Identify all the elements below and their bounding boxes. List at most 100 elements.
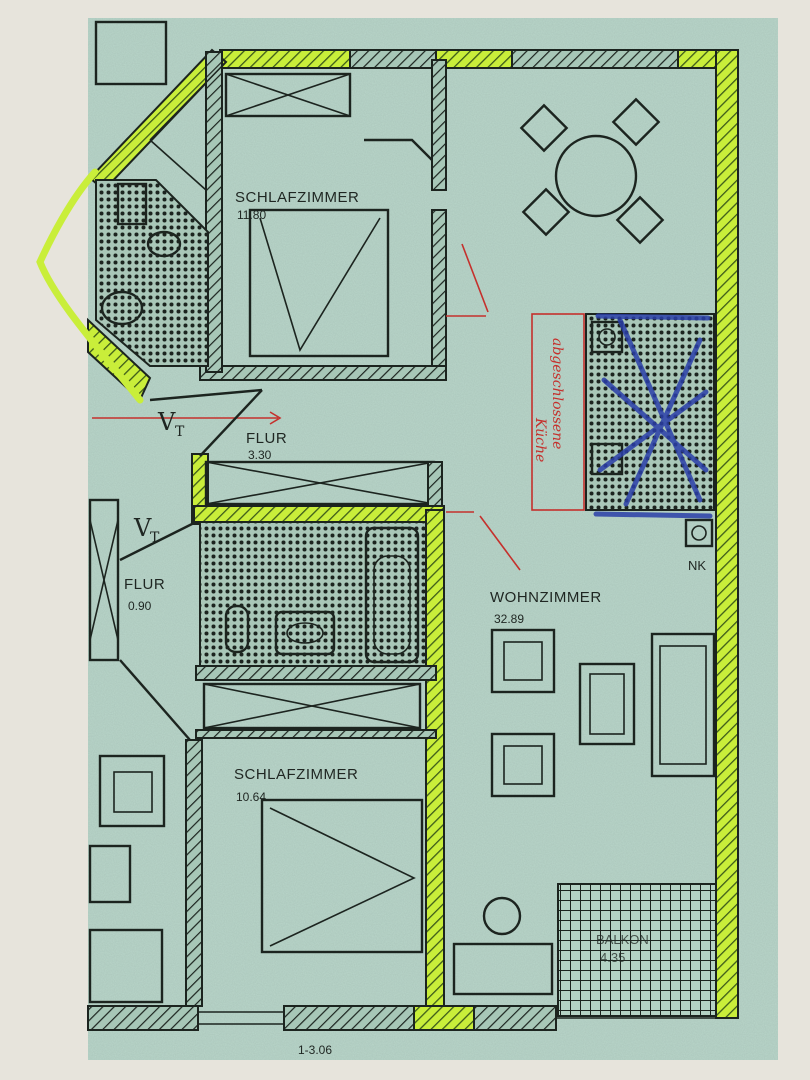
stove-2: [590, 442, 624, 476]
vt-arrow-head: [269, 411, 282, 425]
chair-1: [519, 103, 569, 153]
highlighter-bracket: [36, 168, 144, 404]
armchair-1: [490, 628, 556, 694]
bedroom-bottom-name: SCHLAFZIMMER: [234, 766, 358, 783]
burner-1: [598, 328, 616, 346]
washbasin-mid: [274, 610, 336, 656]
wall-bath-mid-bottom: [195, 665, 437, 681]
washbasin-mid-bowl: [286, 622, 324, 644]
wardrobe-top: [224, 72, 352, 118]
left-hall-diag: [119, 659, 191, 741]
toilet-top: [100, 290, 144, 326]
armchair-left: [98, 754, 166, 828]
balcony-area: 4.35: [600, 950, 625, 965]
wall-bath-mid-right: [425, 509, 445, 1007]
kitchen-note-2: Küche: [532, 417, 548, 462]
living-name: WOHNZIMMER: [490, 589, 602, 606]
left-cabinet-x2: [89, 519, 119, 641]
wall-bottom-mid: [283, 1005, 415, 1031]
coffee-table-inner: [589, 673, 625, 735]
hall-wardrobe-x2: [205, 461, 435, 505]
kitchen-counter: [585, 313, 715, 511]
bedroom-top-area: 11.80: [237, 208, 266, 222]
stove-1: [590, 320, 624, 354]
entry-diagonal-2: [199, 389, 263, 457]
chair-4: [615, 195, 665, 245]
wall-top-right-plain: [511, 49, 679, 69]
toilet-mid: [224, 604, 250, 654]
wall-bedroom-bottom-top: [195, 729, 437, 739]
bathtub: [364, 526, 420, 664]
wall-top-mid-green: [435, 49, 513, 69]
washbasin-top: [146, 230, 182, 258]
bed-bottom: [260, 798, 424, 954]
bed-bottom-v: [269, 807, 416, 947]
door-line-a: [149, 61, 227, 141]
cabinet-left-b: [88, 928, 164, 1004]
balcony-name: BALKON: [596, 932, 649, 947]
kitchen-marker-box: [531, 313, 585, 511]
corner-box: [94, 20, 168, 86]
bedroom-bottom-area: 10.64: [236, 790, 266, 804]
bottom-code: 1-3.06: [298, 1043, 332, 1057]
dining-table: [554, 134, 638, 218]
hall-main-area: 3.30: [248, 448, 272, 462]
bathtub-inner: [373, 555, 411, 655]
wall-top-left: [219, 49, 351, 69]
entry-diagonal: [149, 388, 263, 402]
nk-box: [684, 518, 714, 548]
armchair-left-inner: [113, 771, 153, 813]
hall-left-area: 0.90: [128, 599, 152, 613]
wall-bottom-right: [473, 1005, 557, 1031]
armchair-2: [490, 732, 556, 798]
chair-2: [611, 97, 661, 147]
wall-bath-top-left: [205, 51, 223, 373]
kitchen-note-1: abgeschlossene: [549, 338, 565, 449]
coffee-table: [578, 662, 636, 746]
blue-crossout: [593, 313, 713, 519]
wall-bottom-green: [413, 1005, 475, 1031]
bath-mid-tiles: [199, 521, 427, 667]
wall-right: [715, 49, 739, 1019]
living-door-mark: [479, 515, 521, 571]
living-window-seat: [452, 942, 554, 996]
sofa-inner: [659, 645, 707, 765]
door-line-b: [149, 139, 207, 191]
bedroom-top-jog: [364, 138, 433, 161]
bath-top-tiles: [95, 179, 209, 367]
bed-top: [248, 208, 390, 358]
wall-bath-mid-top: [193, 505, 445, 523]
cabinet-left-a: [88, 844, 132, 904]
plant: [482, 896, 522, 936]
living-area: 32.89: [494, 612, 524, 626]
vt-top-label: V: [157, 408, 176, 436]
wall-bedroom-top-right: [431, 59, 447, 191]
hall-left-name: FLUR: [124, 576, 165, 593]
wall-bedroom-top-right-lower: [431, 209, 447, 381]
wall-hall-right: [427, 461, 443, 513]
vt-left-label: V: [133, 514, 152, 542]
left-hall-diag-2: [119, 518, 201, 562]
left-cabinet: [88, 498, 120, 662]
wall-bedroom-top-bottom: [199, 365, 447, 381]
wall-bottom-left: [87, 1005, 199, 1031]
armchair-2-inner: [503, 745, 543, 785]
wardrobe-top-x2: [225, 73, 351, 117]
sofa: [650, 632, 716, 778]
chair-3: [521, 187, 571, 237]
wardrobe-bottom: [202, 682, 422, 730]
bath-top-fixture: [116, 182, 148, 226]
nk-circle: [691, 525, 707, 541]
balcony: [557, 883, 717, 1017]
wall-bedroom-bottom-left: [185, 739, 203, 1007]
armchair-1-inner: [503, 641, 543, 681]
wall-top-mid: [349, 49, 437, 69]
vt-left-sub: T: [150, 530, 160, 546]
nk-label: NK: [688, 558, 706, 573]
bedroom-top-name: SCHLAFZIMMER: [235, 189, 359, 206]
bed-top-v: [259, 217, 381, 352]
bedroom-door-mark: [461, 243, 489, 313]
wardrobe-bottom-x2: [203, 683, 421, 729]
vt-top-sub: T: [175, 424, 185, 440]
